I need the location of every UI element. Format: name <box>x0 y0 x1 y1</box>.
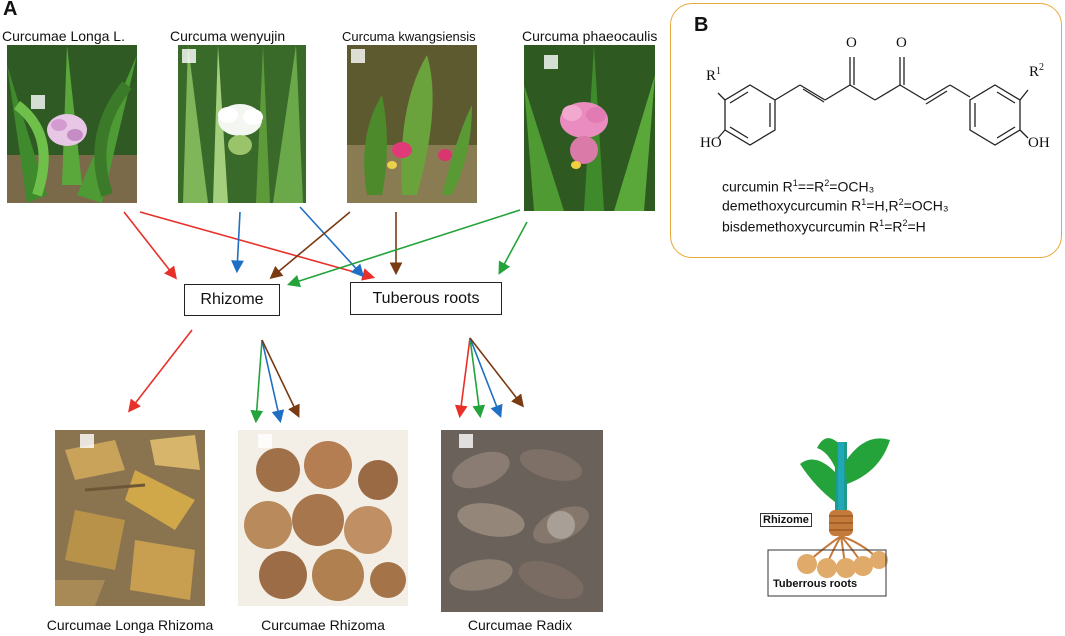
arrow-rhizome-longa-rhizoma <box>128 329 193 413</box>
compound-curcumin: curcumin R1==R2=OCH₃ <box>722 178 875 195</box>
photo-curcuma-phaeocaulis <box>524 45 655 211</box>
arrow-longa-tuberous <box>139 211 376 281</box>
photo-curcuma-wenyujin <box>178 45 306 203</box>
caption-curcumae-rhizoma: Curcumae Rhizoma <box>261 617 385 633</box>
arrow-tuberous-radix-green <box>469 337 486 419</box>
carbonyl-oxygen-left: O <box>846 35 857 51</box>
arrow-phaeocaulis-rhizome <box>286 209 521 288</box>
caption-curcumae-radix: Curcumae Radix <box>467 617 573 633</box>
arrow-wenyujin-rhizome <box>231 211 244 274</box>
photo-curcumae-longa-rhizoma <box>55 430 205 606</box>
arrow-kwangsiensis-rhizome <box>269 211 351 280</box>
photo-curcumae-rhizoma <box>238 430 408 606</box>
species-label-phaeocaulis: Curcuma phaeocaulis <box>522 28 658 44</box>
photo-curcuma-longa <box>7 45 137 203</box>
arrow-tuberous-radix-blue <box>469 337 503 418</box>
arrow-tuberous-radix-brown <box>469 337 524 408</box>
plant-anatomy-diagram <box>767 438 890 597</box>
panel-a-letter: A <box>3 0 18 20</box>
photo-curcuma-kwangsiensis <box>347 45 477 203</box>
photo-curcumae-radix <box>441 430 603 612</box>
r1-label: R1 <box>706 66 722 84</box>
species-label-longa: Curcumae Longa L. <box>2 28 125 44</box>
caption-curcumae-longa-rhizoma: Curcumae Longa Rhizoma <box>46 617 214 633</box>
arrow-tuberous-radix-red <box>454 337 471 419</box>
tuberous-roots-box: Tuberous roots <box>350 282 502 315</box>
arrow-rhizome-rhizoma-brown <box>261 339 300 418</box>
compound-demethoxycurcumin: demethoxycurcumin R1=H,R2=OCH₃ <box>722 197 949 214</box>
hydroxyl-left: HO <box>700 135 722 151</box>
hydroxyl-right: OH <box>1028 135 1050 151</box>
species-label-wenyujin: Curcuma wenyujin <box>170 28 286 44</box>
species-label-kwangsiensis: Curcuma kwangsiensis <box>342 29 476 44</box>
arrow-phaeocaulis-tuberous <box>498 221 528 275</box>
plant-tuberous-roots-label: Tuberrous roots <box>773 578 858 590</box>
carbonyl-oxygen-right: O <box>896 35 907 51</box>
panel-b-letter: B <box>694 14 709 36</box>
compound-bisdemethoxycurcumin: bisdemethoxycurcumin R1=R2=H <box>722 218 926 235</box>
arrow-longa-rhizome <box>123 211 177 280</box>
curcuminoid-structure <box>717 57 1029 146</box>
arrow-rhizome-rhizoma-blue <box>261 339 285 424</box>
r2-label: R2 <box>1029 62 1045 80</box>
rhizome-box: Rhizome <box>184 284 280 316</box>
arrow-rhizome-rhizoma-green <box>250 339 264 424</box>
plant-rhizome-label: Rhizome <box>760 513 812 527</box>
